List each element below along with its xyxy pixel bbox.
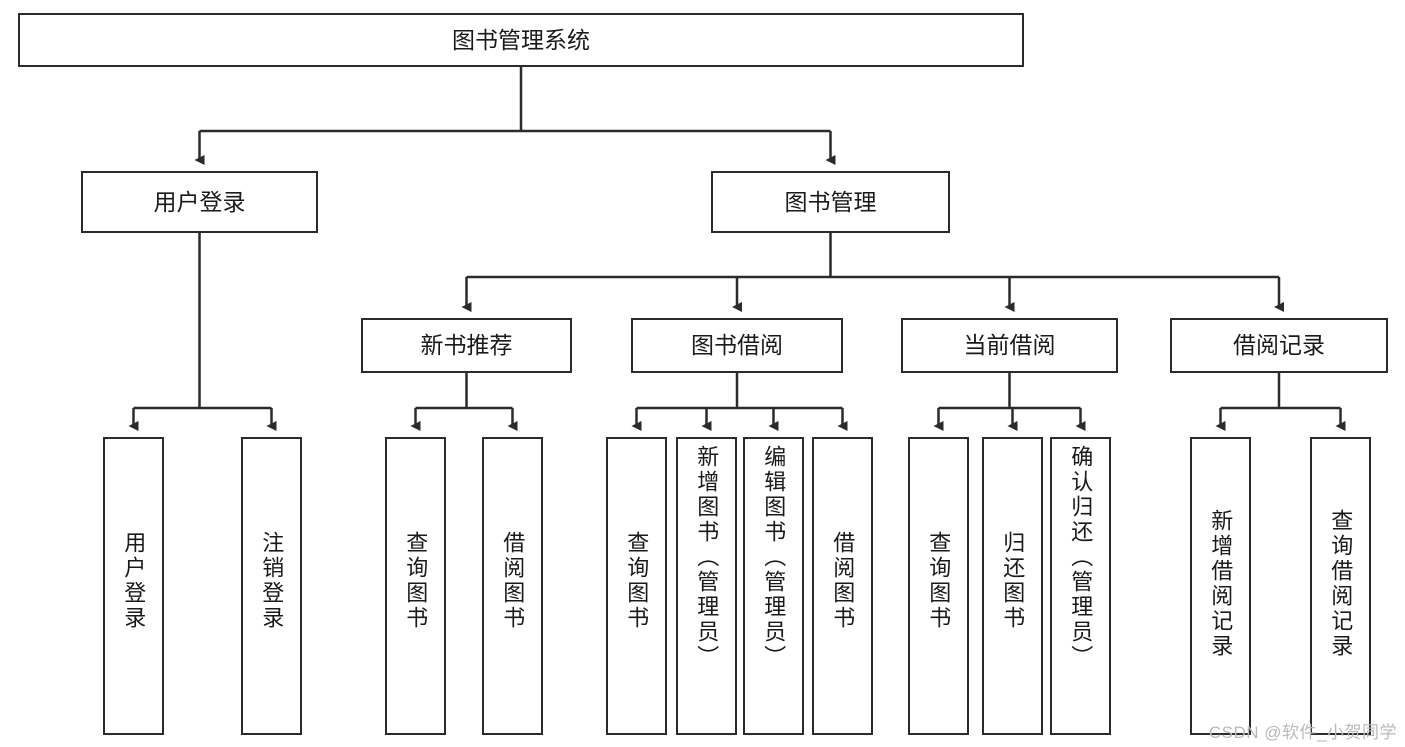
node-label: 新书推荐 (420, 332, 513, 359)
node-leaf-borrow-book-1[interactable]: 借阅图书 (482, 437, 543, 735)
node-new-book-rec[interactable]: 新书推荐 (361, 318, 572, 373)
node-label: 图书管理 (784, 188, 877, 215)
node-user-login[interactable]: 用户登录 (81, 171, 318, 233)
node-label: 借阅记录 (1233, 332, 1325, 359)
node-leaf-edit-book[interactable]: 编辑图书（管理员） (743, 437, 804, 735)
node-label: 查询借阅记录 (1328, 509, 1354, 659)
node-label: 编辑图书（管理员） (761, 445, 787, 670)
node-leaf-query-book-3[interactable]: 查询图书 (908, 437, 969, 735)
node-leaf-user-logout[interactable]: 注销登录 (241, 437, 302, 735)
node-leaf-add-record[interactable]: 新增借阅记录 (1190, 437, 1251, 735)
node-label: 图书借阅 (691, 332, 783, 359)
node-label: 新增借阅记录 (1208, 509, 1234, 659)
node-label: 用户登录 (121, 531, 147, 631)
node-label: 查询图书 (926, 531, 952, 631)
node-current-borrow[interactable]: 当前借阅 (901, 318, 1118, 373)
node-label: 确认归还（管理员） (1068, 445, 1094, 670)
node-label: 图书管理系统 (452, 26, 590, 53)
node-leaf-return-book[interactable]: 归还图书 (982, 437, 1043, 735)
node-label: 用户登录 (153, 188, 246, 215)
node-label: 归还图书 (1000, 531, 1026, 631)
node-label: 借阅图书 (500, 531, 526, 631)
node-leaf-query-book-2[interactable]: 查询图书 (606, 437, 667, 735)
node-leaf-borrow-book-2[interactable]: 借阅图书 (812, 437, 873, 735)
node-label: 借阅图书 (830, 531, 856, 631)
node-leaf-confirm-return[interactable]: 确认归还（管理员） (1050, 437, 1111, 735)
node-label: 查询图书 (624, 531, 650, 631)
node-label: 查询图书 (403, 531, 429, 631)
node-book-manage[interactable]: 图书管理 (711, 171, 950, 233)
node-leaf-query-book-1[interactable]: 查询图书 (385, 437, 446, 735)
node-book-borrow[interactable]: 图书借阅 (631, 318, 843, 373)
node-label: 当前借阅 (963, 332, 1056, 359)
node-root[interactable]: 图书管理系统 (18, 13, 1024, 67)
node-leaf-user-login[interactable]: 用户登录 (103, 437, 164, 735)
node-leaf-query-record[interactable]: 查询借阅记录 (1310, 437, 1371, 735)
node-leaf-add-book[interactable]: 新增图书（管理员） (676, 437, 737, 735)
node-label: 注销登录 (259, 531, 285, 631)
node-label: 新增图书（管理员） (694, 445, 720, 670)
node-borrow-record[interactable]: 借阅记录 (1170, 318, 1388, 373)
